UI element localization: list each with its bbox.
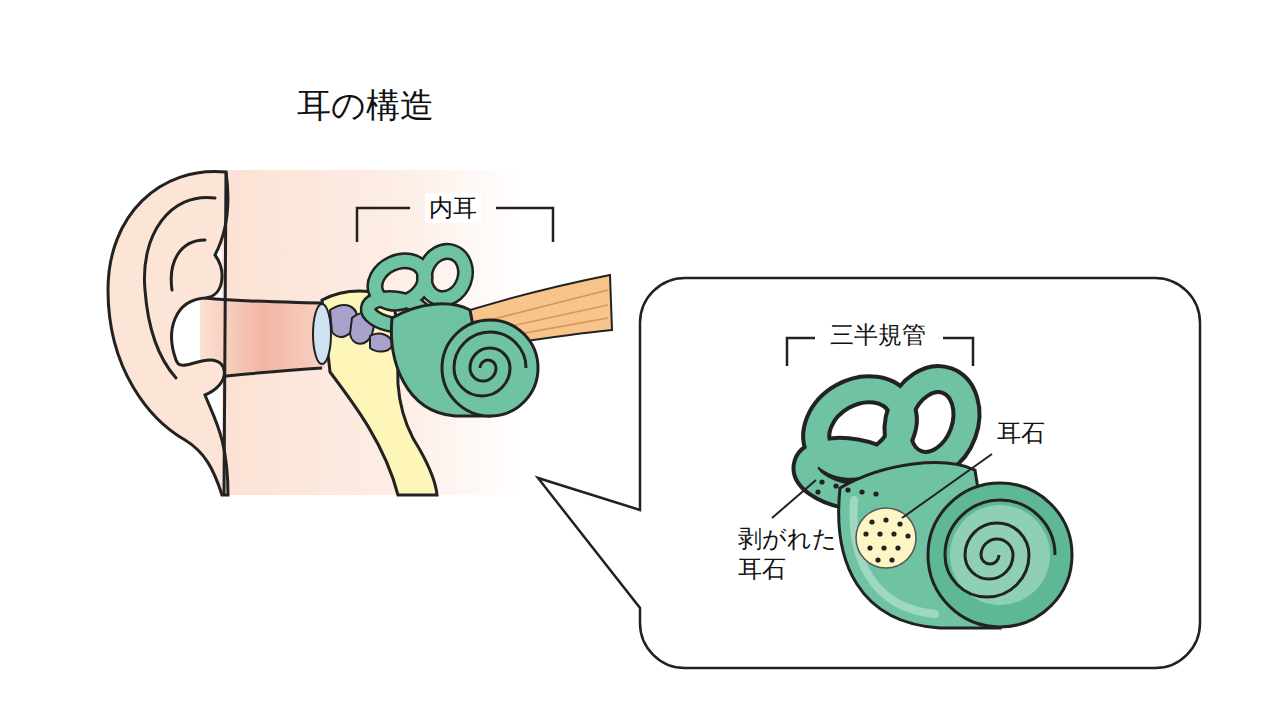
ear-fold [144, 197, 215, 378]
part-label: 耳石 [997, 418, 1045, 448]
loose-otolith-dot [873, 491, 878, 496]
loose-otolith-dot [819, 479, 824, 484]
vestibule-highlight [854, 500, 935, 614]
part-label: 剥がれた 耳石 [738, 524, 842, 584]
loose-otolith-dot [859, 489, 864, 494]
cochlea-spiral [945, 500, 1055, 597]
semicircular-canal [886, 369, 978, 474]
canal-wall [205, 298, 322, 303]
otolith-dot [897, 521, 902, 526]
otolith-dot [883, 517, 888, 522]
otolith-dot [877, 531, 882, 536]
otolith-patch [856, 508, 916, 568]
leader-line [902, 454, 992, 518]
otolith-dot [875, 557, 880, 562]
otolith-dot [895, 545, 900, 550]
leader-line [772, 480, 816, 518]
loose-otolith-dot [845, 487, 850, 492]
loose-otolith-dot [833, 483, 838, 488]
ossicle [370, 334, 392, 352]
otolith-dot [891, 531, 896, 536]
otolith-dot [869, 519, 874, 524]
outer-ear [108, 172, 228, 495]
inner-ear [366, 246, 538, 416]
head-edge [224, 172, 226, 495]
otolith-dot [863, 531, 868, 536]
callout-bubble: 三半規管耳石剥がれた 耳石 [640, 278, 1200, 668]
cochlea [928, 483, 1072, 627]
semicircular-canal [886, 369, 978, 474]
part-label: 三半規管 [826, 320, 930, 350]
diagram-title: 耳の構造 [297, 84, 434, 127]
eardrum [313, 304, 331, 364]
ear-fold [171, 240, 205, 290]
otolith-dot [881, 545, 886, 550]
part-label: 内耳 [425, 193, 481, 223]
otolith-dot [905, 533, 910, 538]
otolith-dot [889, 557, 894, 562]
callout-bubble [538, 278, 1200, 668]
loose-otolith-dot [815, 489, 820, 494]
otolith-dot [867, 545, 872, 550]
